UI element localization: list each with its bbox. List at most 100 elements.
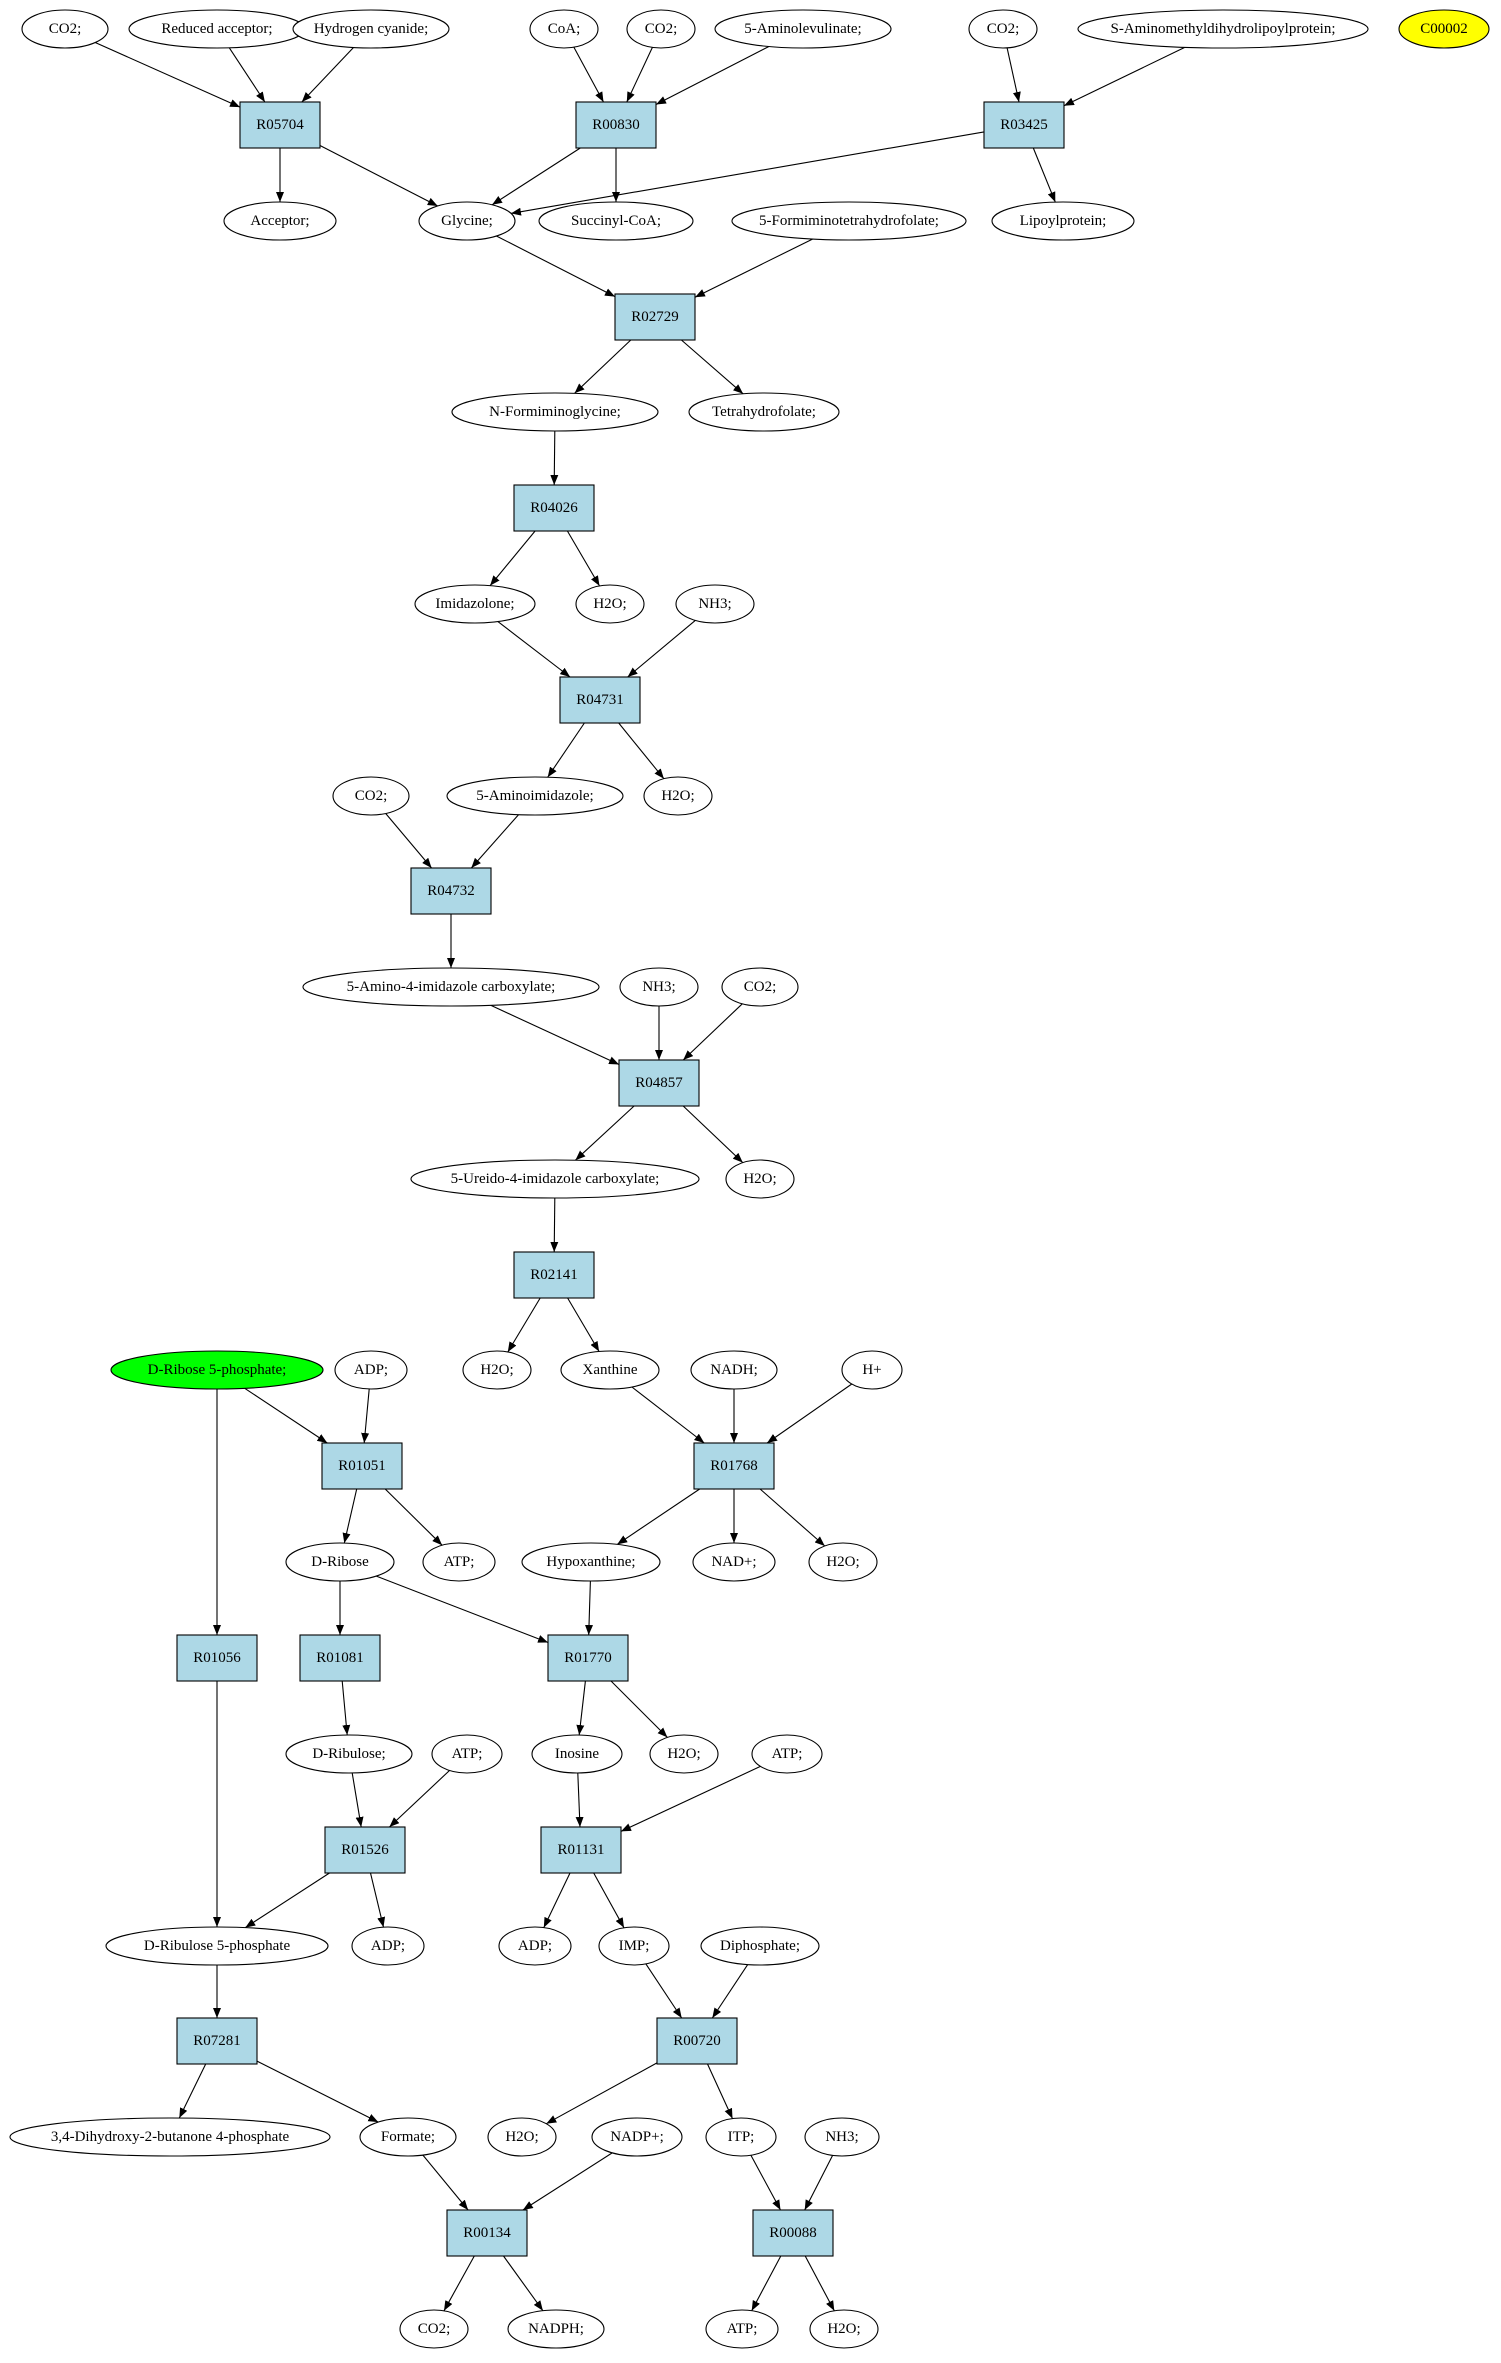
compound-label: CoA; (548, 21, 581, 37)
compound-node-nh3[interactable]: NH3; (675, 584, 755, 624)
compound-node-5-formiminotetrahydrofolate[interactable]: 5-Formiminotetrahydrofolate; (731, 201, 967, 241)
compound-label: S-Aminomethyldihydrolipoylprotein; (1111, 21, 1336, 37)
compound-node-tetrahydrofolate[interactable]: Tetrahydrofolate; (688, 392, 840, 432)
compound-node-lipoylprotein[interactable]: Lipoylprotein; (991, 201, 1135, 241)
reaction-node-r02141[interactable]: R02141 (513, 1251, 595, 1299)
reaction-node-r01770[interactable]: R01770 (547, 1634, 629, 1682)
edge-itp-to-r00088 (750, 2154, 781, 2211)
compound-node-glycine[interactable]: Glycine; (418, 201, 516, 241)
reaction-node-r05704[interactable]: R05704 (239, 101, 321, 149)
compound-ellipse (351, 1926, 425, 1966)
compound-node-nadph[interactable]: NADPH; (507, 2309, 605, 2349)
compound-node-acceptor[interactable]: Acceptor; (223, 201, 337, 241)
compound-node-co2[interactable]: CO2; (399, 2309, 469, 2349)
reaction-box (983, 101, 1065, 149)
reaction-node-r02729[interactable]: R02729 (614, 293, 696, 341)
compound-node-5-ureido-4-imidazole-carboxylate[interactable]: 5-Ureido-4-imidazole carboxylate; (410, 1159, 700, 1199)
compound-node-nh3[interactable]: NH3; (619, 967, 699, 1007)
compound-node-xanthine[interactable]: Xanthine (560, 1350, 660, 1390)
compound-node-h[interactable]: H+ (841, 1350, 903, 1390)
compound-node-c00002[interactable]: C00002 (1398, 9, 1490, 49)
compound-node-d-ribose-5-phosphate[interactable]: D-Ribose 5-phosphate; (110, 1350, 324, 1390)
compound-node-adp[interactable]: ADP; (351, 1926, 425, 1966)
reaction-node-r01526[interactable]: R01526 (324, 1826, 406, 1874)
compound-node-imidazolone[interactable]: Imidazolone; (414, 584, 536, 624)
compound-node-s-aminomethyldihydrolipoylprotein[interactable]: S-Aminomethyldihydrolipoylprotein; (1077, 9, 1369, 49)
compound-node-5-aminoimidazole[interactable]: 5-Aminoimidazole; (446, 776, 624, 816)
reaction-node-r01081[interactable]: R01081 (299, 1634, 381, 1682)
compound-node-inosine[interactable]: Inosine (531, 1734, 623, 1774)
compound-label: Formate; (381, 2129, 435, 2145)
edge-r00134-to-nadph (503, 2255, 544, 2312)
compound-node-d-ribulose-5-phosphate[interactable]: D-Ribulose 5-phosphate (105, 1926, 329, 1966)
reaction-node-r00088[interactable]: R00088 (752, 2209, 834, 2257)
compound-node-5-aminolevulinate[interactable]: 5-Aminolevulinate; (714, 9, 892, 49)
compound-node-co2[interactable]: CO2; (21, 9, 109, 49)
compound-label: Hypoxanthine; (546, 1554, 635, 1570)
compound-node-diphosphate[interactable]: Diphosphate; (700, 1926, 820, 1966)
reaction-label: R04731 (576, 692, 624, 708)
edge-r04731-to-h2o (618, 722, 665, 780)
reaction-label: R03425 (1000, 117, 1048, 133)
compound-ellipse (399, 2309, 469, 2349)
compound-node-h2o[interactable]: H2O; (462, 1350, 532, 1390)
compound-node-co2[interactable]: CO2; (721, 967, 799, 1007)
compound-node-h2o[interactable]: H2O; (649, 1734, 719, 1774)
compound-label: Hydrogen cyanide; (314, 21, 429, 37)
compound-node-h2o[interactable]: H2O; (643, 776, 713, 816)
reaction-node-r03425[interactable]: R03425 (983, 101, 1065, 149)
compound-node-succinyl-coa[interactable]: Succinyl-CoA; (538, 201, 694, 241)
reaction-label: R00830 (592, 117, 640, 133)
reaction-node-r04857[interactable]: R04857 (618, 1059, 700, 1107)
compound-node-5-amino-4-imidazole-carboxylate[interactable]: 5-Amino-4-imidazole carboxylate; (302, 967, 600, 1007)
compound-node-3-4-dihydroxy-2-butanone-4-phosphate[interactable]: 3,4-Dihydroxy-2-butanone 4-phosphate (9, 2117, 331, 2157)
compound-node-imp[interactable]: IMP; (598, 1926, 670, 1966)
reaction-node-r04731[interactable]: R04731 (559, 676, 641, 724)
compound-node-formate[interactable]: Formate; (359, 2117, 457, 2157)
compound-ellipse (462, 1350, 532, 1390)
compound-node-h2o[interactable]: H2O; (487, 2117, 557, 2157)
reaction-node-r01051[interactable]: R01051 (321, 1442, 403, 1490)
reaction-node-r01131[interactable]: R01131 (540, 1826, 622, 1874)
compound-node-h2o[interactable]: H2O; (808, 1542, 878, 1582)
compound-node-hydrogen-cyanide[interactable]: Hydrogen cyanide; (292, 9, 450, 49)
compound-node-atp[interactable]: ATP; (751, 1734, 823, 1774)
compound-node-reduced-acceptor[interactable]: Reduced acceptor; (128, 9, 306, 49)
compound-node-d-ribulose[interactable]: D-Ribulose; (285, 1734, 413, 1774)
compound-ellipse (538, 201, 694, 241)
reaction-node-r01056[interactable]: R01056 (176, 1634, 258, 1682)
reaction-node-r04732[interactable]: R04732 (410, 867, 492, 915)
edge-r02141-to-h2o (507, 1297, 541, 1353)
compound-node-adp[interactable]: ADP; (334, 1350, 408, 1390)
compound-node-co2[interactable]: CO2; (332, 776, 410, 816)
compound-node-itp[interactable]: ITP; (705, 2117, 777, 2157)
compound-node-co2[interactable]: CO2; (968, 9, 1038, 49)
compound-node-atp[interactable]: ATP; (705, 2309, 779, 2349)
compound-node-n-formiminoglycine[interactable]: N-Formiminoglycine; (451, 392, 659, 432)
reaction-node-r00720[interactable]: R00720 (656, 2017, 738, 2065)
compound-node-nadp[interactable]: NADP+; (591, 2117, 683, 2157)
compound-ellipse (223, 201, 337, 241)
reaction-node-r07281[interactable]: R07281 (176, 2017, 258, 2065)
compound-node-d-ribose[interactable]: D-Ribose (285, 1542, 395, 1582)
reaction-node-r01768[interactable]: R01768 (693, 1442, 775, 1490)
compound-node-h2o[interactable]: H2O; (725, 1159, 795, 1199)
compound-node-nadh[interactable]: NADH; (690, 1350, 778, 1390)
compound-node-co2[interactable]: CO2; (626, 9, 696, 49)
reaction-node-r00830[interactable]: R00830 (575, 101, 657, 149)
reaction-node-r04026[interactable]: R04026 (513, 484, 595, 532)
compound-node-h2o[interactable]: H2O; (575, 584, 645, 624)
reaction-box (299, 1634, 381, 1682)
compound-node-coa[interactable]: CoA; (529, 9, 599, 49)
compound-node-atp[interactable]: ATP; (431, 1734, 503, 1774)
compound-node-hypoxanthine[interactable]: Hypoxanthine; (521, 1542, 661, 1582)
compound-node-nh3[interactable]: NH3; (804, 2117, 880, 2157)
edge-r01770-to-inosine (576, 1680, 586, 1736)
compound-node-atp[interactable]: ATP; (422, 1542, 496, 1582)
compound-node-adp[interactable]: ADP; (498, 1926, 572, 1966)
reaction-box (324, 1826, 406, 1874)
compound-node-nad[interactable]: NAD+; (692, 1542, 776, 1582)
reaction-node-r00134[interactable]: R00134 (446, 2209, 528, 2257)
compound-node-h2o[interactable]: H2O; (809, 2309, 879, 2349)
compound-label: ATP; (444, 1554, 475, 1570)
